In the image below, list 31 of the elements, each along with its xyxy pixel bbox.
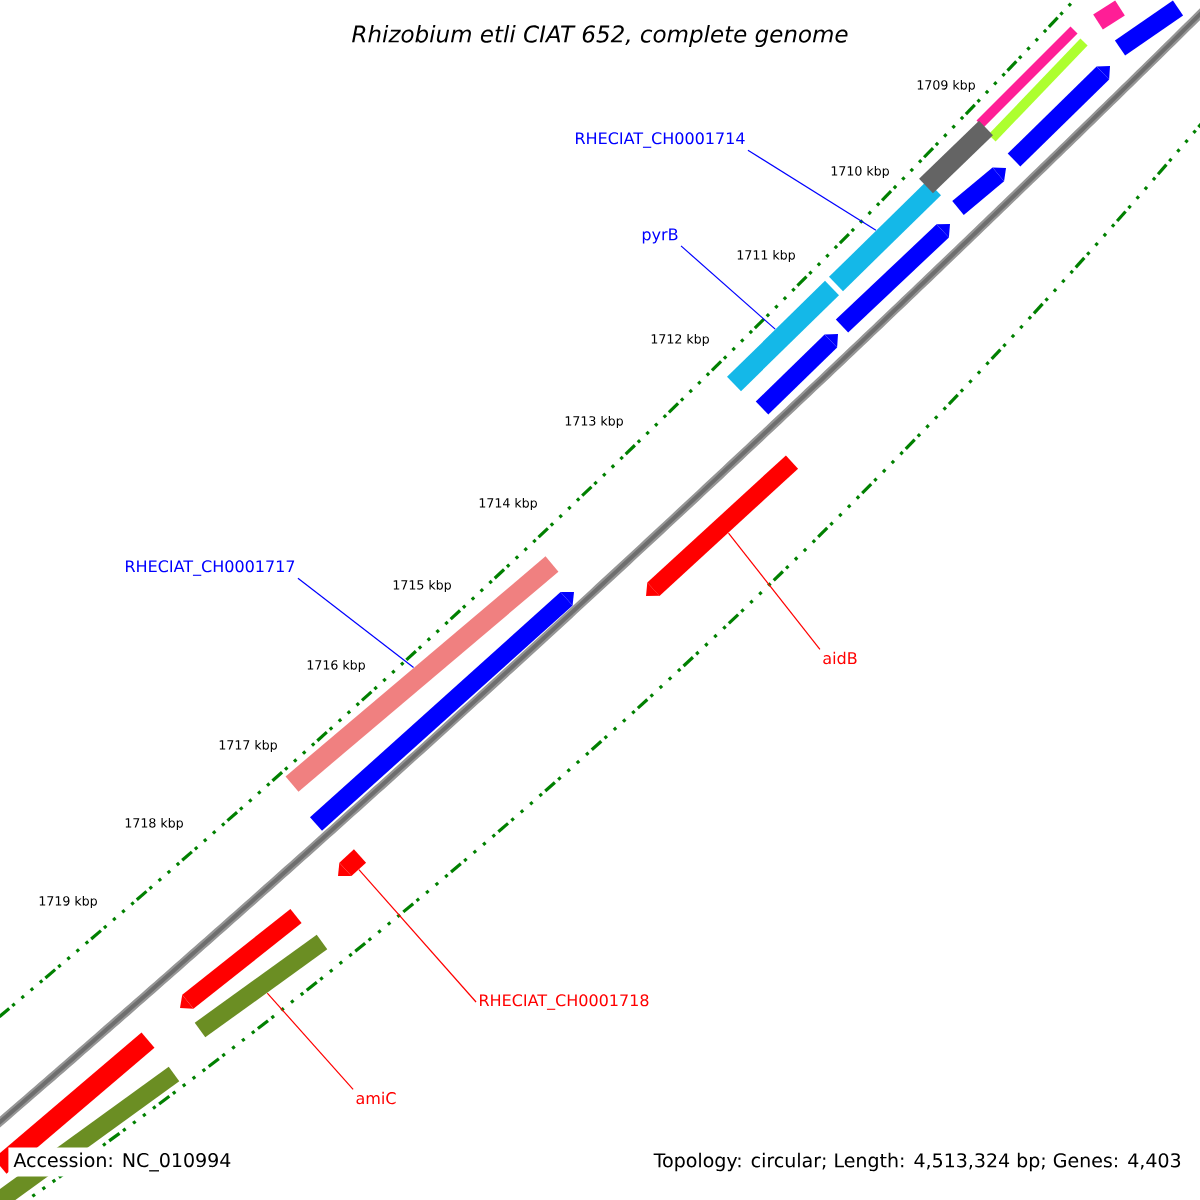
gene-feature bbox=[180, 908, 302, 1009]
gene-feature bbox=[1007, 66, 1110, 167]
gene-label: RHECIAT_CH0001714 bbox=[576, 132, 745, 148]
accession-label: Accession: NC_010994 bbox=[8, 1147, 237, 1177]
leader-line bbox=[297, 577, 415, 669]
gene-feature bbox=[727, 280, 839, 392]
gene-feature bbox=[310, 592, 574, 831]
gene-feature bbox=[952, 167, 1006, 215]
gene-label: aidB bbox=[823, 651, 857, 665]
gene-feature bbox=[194, 934, 328, 1038]
genome-info-label: Topology: circular; Length: 4,513,324 bp; Genes: 4,403 bbox=[653, 1152, 1181, 1172]
gene-feature bbox=[1093, 0, 1125, 30]
gene-feature bbox=[976, 26, 1078, 128]
leader-line bbox=[358, 869, 477, 1003]
gene-feature bbox=[835, 224, 950, 333]
leader-line bbox=[747, 149, 877, 231]
leader-line bbox=[727, 532, 821, 650]
gene-label: pyrB bbox=[642, 228, 678, 244]
gene-feature bbox=[755, 334, 838, 415]
gene-feature bbox=[338, 849, 367, 876]
gene-feature bbox=[1114, 0, 1184, 56]
leader-line bbox=[266, 992, 354, 1091]
leader-line bbox=[680, 245, 776, 330]
gene-label: RHECIAT_CH0001718 bbox=[480, 994, 649, 1010]
gene-label: RHECIAT_CH0001717 bbox=[126, 560, 295, 576]
gene-feature bbox=[988, 38, 1088, 142]
gene-label: amiC bbox=[356, 1091, 396, 1105]
gene-feature bbox=[919, 120, 993, 194]
gene-feature bbox=[646, 455, 799, 596]
map-title: Rhizobium etli CIAT 652, complete genome bbox=[352, 24, 848, 48]
gene-feature bbox=[829, 180, 941, 292]
